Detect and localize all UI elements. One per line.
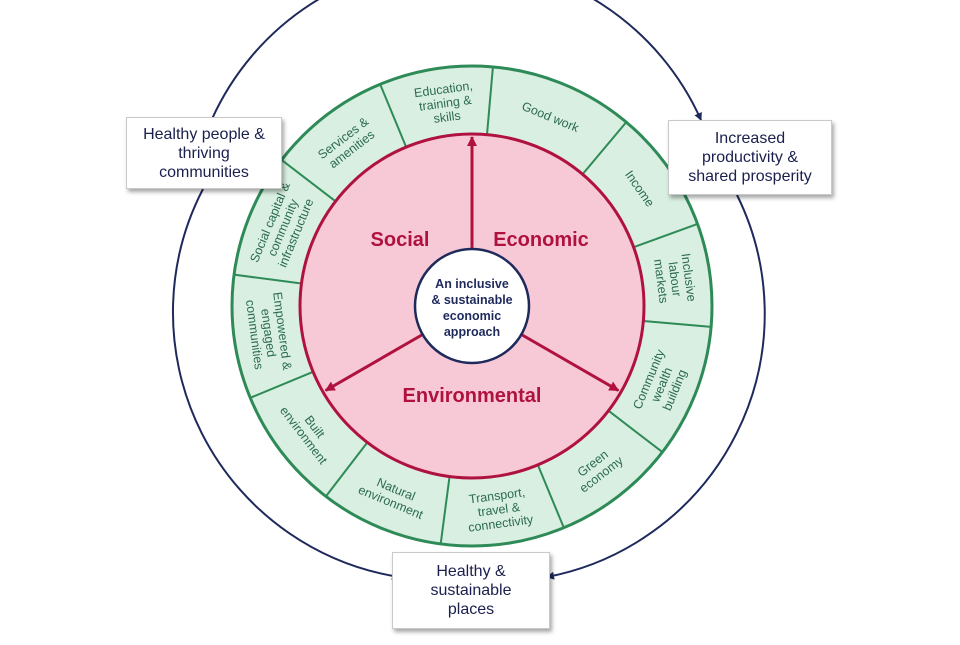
outcome-productivity-box: Increased productivity & shared prosperi… xyxy=(668,120,832,195)
ring-divider xyxy=(581,121,628,175)
dimension-social: Social xyxy=(371,229,430,251)
outcome-places-line-1: Healthy & xyxy=(436,563,506,580)
ring-divider xyxy=(379,83,408,148)
core-line-3: economic xyxy=(443,309,501,323)
outcome-healthy-people-line-2: thriving xyxy=(178,144,230,162)
outcome-healthy-people-line-1: Healthy people & xyxy=(143,125,265,143)
segment-line: training & xyxy=(418,93,473,114)
dimension-environmental: Environmental xyxy=(403,385,542,407)
segment-line: Inclusive xyxy=(678,252,698,302)
svg-text:Transport,travel &connectivity: Transport,travel &connectivity xyxy=(464,485,535,535)
ring-divider xyxy=(325,441,369,498)
ring-divider xyxy=(439,476,451,545)
segment-line: labour xyxy=(665,261,683,297)
cycle-arrow-left xyxy=(172,188,400,580)
cycle-arrow-right xyxy=(546,194,766,580)
ring-divider xyxy=(280,159,337,203)
outcome-places-line-3: places xyxy=(447,601,495,618)
outcome-productivity-line-2: productivity & xyxy=(701,149,799,166)
outcome-healthy-people-box: Healthy people & thriving communities xyxy=(126,117,282,189)
ring-segment-label: Inclusivelabourmarkets xyxy=(651,252,699,306)
dimension-divider-arrow-lower-right xyxy=(520,333,620,392)
outcome-places-line-2: sustainable xyxy=(430,582,512,599)
ring-segment-label: Transport,travel &connectivity xyxy=(464,485,535,535)
core-line-1: An inclusive xyxy=(435,277,509,291)
core-line-4: approach xyxy=(444,325,500,339)
dimension-economic: Economic xyxy=(493,229,589,251)
svg-text:Education,training &skills: Education,training &skills xyxy=(413,79,477,128)
cycle-arrow-top xyxy=(211,0,702,121)
segment-line: markets xyxy=(651,258,671,304)
outcome-productivity-line-1: Increased xyxy=(714,130,786,147)
ring-segment-label: Education,training &skills xyxy=(413,79,477,128)
ring-divider xyxy=(643,319,712,328)
ring-divider xyxy=(633,222,698,249)
ring-divider xyxy=(536,464,565,529)
core-circle xyxy=(413,247,531,365)
ring-divider xyxy=(249,370,314,399)
outcome-healthy-people-line-3: communities xyxy=(159,163,249,181)
outcome-productivity-line-3: shared prosperity xyxy=(688,168,812,185)
dimension-divider-arrow-lower-left xyxy=(324,333,424,392)
segment-line: travel & xyxy=(477,500,521,519)
ring-divider xyxy=(233,273,302,285)
svg-text:Inclusivelabourmarkets: Inclusivelabourmarkets xyxy=(651,252,699,306)
segment-line: skills xyxy=(433,108,462,125)
segment-line: engaged xyxy=(258,308,278,358)
outcome-places-box: Healthy & sustainable places xyxy=(392,552,550,629)
ring-divider xyxy=(607,409,664,453)
ring-divider xyxy=(485,66,494,135)
core-line-2: & sustainable xyxy=(431,293,512,307)
outer-cycle-arrows xyxy=(172,0,766,580)
